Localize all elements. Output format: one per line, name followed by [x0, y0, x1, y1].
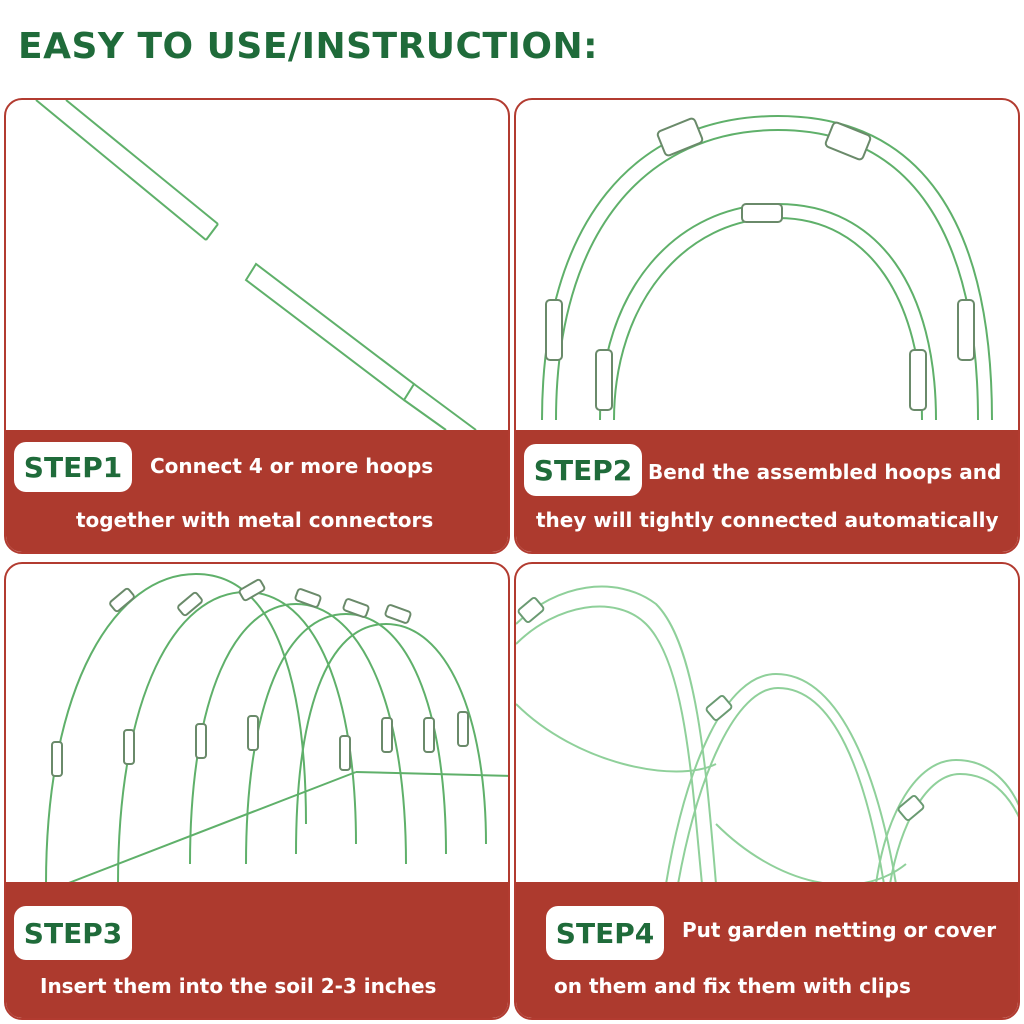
step1-caption-line1: Connect 4 or more hoops: [150, 454, 434, 478]
step2-badge: STEP2: [524, 444, 642, 496]
step4-caption-line2: on them and fix them with clips: [554, 974, 911, 998]
step2-panel: STEP2 Bend the assembled hoops and they …: [514, 98, 1020, 554]
step3-caption-line1: Insert them into the soil 2-3 inches: [40, 974, 437, 998]
step3-panel: STEP3 Insert them into the soil 2-3 inch…: [4, 562, 510, 1020]
page-title: EASY TO USE/INSTRUCTION:: [18, 26, 599, 67]
bent-hoops-illustration: [541, 114, 993, 421]
step2-caption-line2: they will tightly connected automaticall…: [536, 508, 999, 532]
step1-banner: STEP1 Connect 4 or more hoops together w…: [6, 430, 508, 552]
step3-badge: STEP3: [14, 906, 132, 960]
step1-badge: STEP1: [14, 442, 132, 492]
step2-caption-line1: Bend the assembled hoops and: [648, 460, 1002, 484]
step4-badge: STEP4: [546, 906, 664, 960]
step1-panel: STEP1 Connect 4 or more hoops together w…: [4, 98, 510, 554]
step1-caption-line2: together with metal connectors: [76, 508, 434, 532]
step4-caption-line1: Put garden netting or cover: [682, 918, 997, 942]
step4-banner: STEP4 Put garden netting or cover on the…: [516, 882, 1018, 1018]
hoops-in-soil-illustration: [45, 572, 508, 884]
step4-panel: STEP4 Put garden netting or cover on the…: [514, 562, 1020, 1020]
netting-clips-illustration: [516, 585, 1018, 884]
step3-banner: STEP3 Insert them into the soil 2-3 inch…: [6, 882, 508, 1018]
step2-banner: STEP2 Bend the assembled hoops and they …: [516, 430, 1018, 552]
hoop-connector-illustration: [35, 100, 477, 431]
